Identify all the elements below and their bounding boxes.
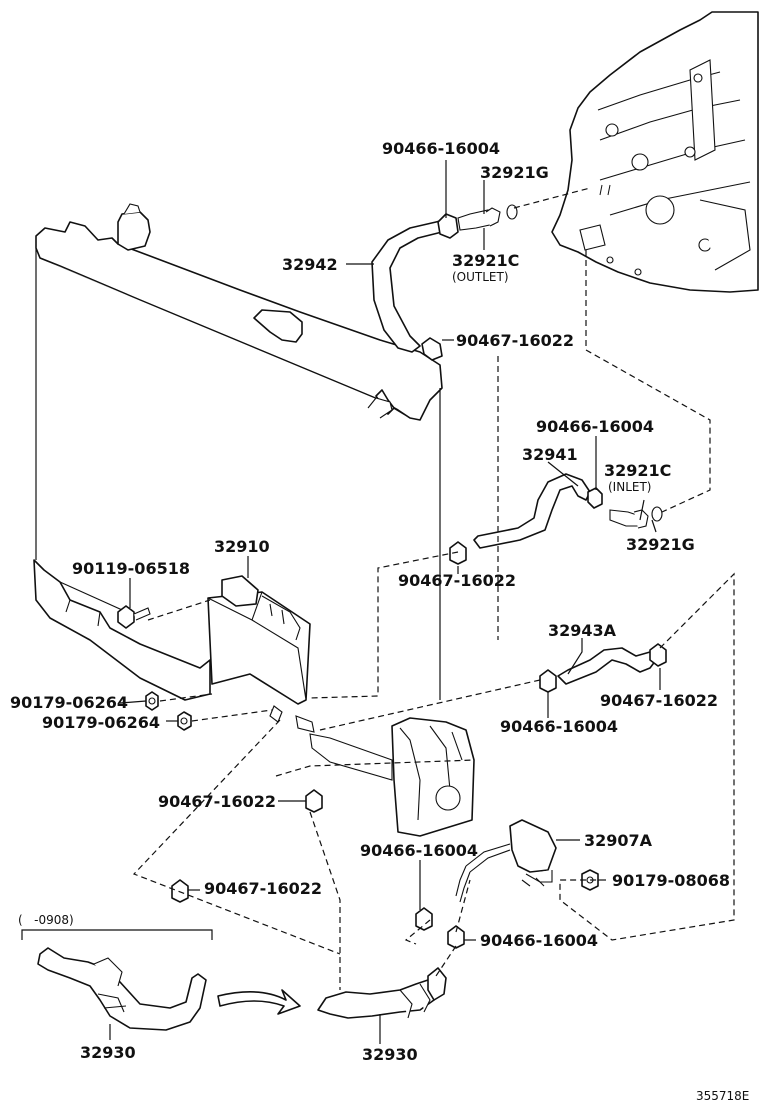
date-range-bracket [21,929,213,940]
figure-id: 355718E [696,1089,749,1103]
label-32910: 32910 [214,537,270,556]
label-outlet: (OUTLET) [452,270,509,284]
lower-housing [309,717,475,837]
bolt-90119-06518 [117,605,151,629]
label-90466-top: 90466-16004 [382,139,500,158]
clip-90467-lower [305,789,323,813]
label-32941: 32941 [522,445,578,464]
label-date-range: ( -0908) [18,913,74,927]
label-32921g-mid: 32921G [626,535,695,554]
clip-90466-bottom [447,925,465,949]
label-90466-lower: 90466-16004 [360,841,478,860]
label-32942: 32942 [282,255,338,274]
nut-90179-08068 [581,869,599,891]
label-90467-lower: 90467-16022 [158,792,276,811]
radiator [33,203,443,701]
clip-90467-bottom [171,879,189,903]
label-90466-bottom: 90466-16004 [480,931,598,950]
clip-90466-lower [415,907,433,931]
connection-lines [132,187,735,990]
label-90466-right: 90466-16004 [500,717,618,736]
label-32907a: 32907A [584,831,653,850]
label-90179-08068: 90179-08068 [612,871,730,890]
hose-32930-old [37,947,207,1031]
label-32921c-top: 32921C [452,251,519,270]
leader-lines [109,160,661,1044]
nut-90179-06264-b [177,711,192,731]
nut-90179-06264-a [145,691,159,711]
transmission-housing [551,11,759,293]
label-32943a: 32943A [548,621,617,640]
label-90179-06264-b: 90179-06264 [42,713,160,732]
label-90467-right: 90467-16022 [600,691,718,710]
label-90179-06264-a: 90179-06264 [10,693,128,712]
label-32921g-top: 32921G [480,163,549,182]
hose-32930-new [317,967,447,1019]
label-32930-left: 32930 [80,1043,136,1062]
oil-cooler-32910 [207,575,315,733]
label-90467-mid: 90467-16022 [398,571,516,590]
label-90467-upper: 90467-16022 [456,331,574,350]
label-90119: 90119-06518 [72,559,190,578]
label-inlet: (INLET) [608,480,651,494]
pipe-32907a [455,819,557,903]
label-32921c-mid: 32921C [604,461,671,480]
replacement-arrow [217,989,301,1015]
hose-32942 [371,204,518,361]
label-90467-bottom: 90467-16022 [204,879,322,898]
label-90466-mid: 90466-16004 [536,417,654,436]
label-32930-right: 32930 [362,1045,418,1064]
part-labels: 90466-16004 32921G 32942 32921C (OUTLET)… [10,139,749,1103]
hose-32943a [539,643,667,693]
